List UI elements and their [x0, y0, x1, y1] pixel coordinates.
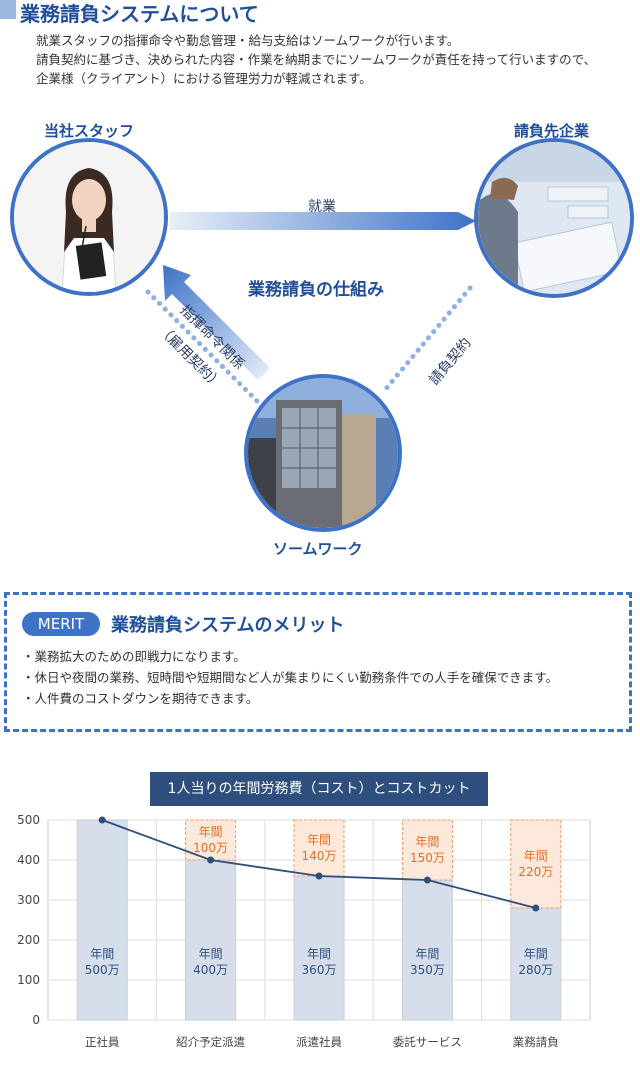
staff-label: 当社スタッフ	[44, 122, 135, 140]
merit-item: ・休日や夜間の業務、短時間や短期間など人が集まりにくい勤務条件での人手を確保でき…	[22, 670, 559, 685]
x-category-label: 委託サービス	[393, 1035, 462, 1049]
saving-label: 220万	[518, 865, 553, 879]
trend-point	[207, 856, 215, 864]
cost-bar	[510, 907, 562, 1021]
company-photo	[244, 374, 402, 532]
diagram-center-label: 業務請負の仕組み	[248, 280, 384, 300]
chart-title: 1人当りの年間労務費（コスト）とコストカット	[150, 772, 488, 806]
y-tick-label: 0	[32, 1013, 40, 1027]
y-tick-label: 500	[17, 813, 40, 827]
intro-line: 企業様（クライアント）における管理労力が軽減されます。	[36, 71, 372, 86]
saving-label: 年間	[199, 825, 223, 839]
x-category-label: 紹介予定派遣	[176, 1035, 245, 1049]
trend-point	[315, 872, 323, 880]
value-label: 280万	[518, 963, 553, 977]
saving-label: 150万	[410, 851, 445, 865]
cost-bar	[185, 859, 237, 1021]
cost-bar	[293, 875, 345, 1021]
client-label: 請負先企業	[514, 122, 590, 140]
value-label: 360万	[302, 963, 337, 977]
value-label: 年間	[524, 947, 548, 961]
y-tick-label: 400	[17, 853, 40, 867]
x-category-label: 正社員	[85, 1035, 120, 1049]
building-illustration	[248, 378, 398, 528]
factory-illustration	[478, 142, 630, 294]
value-label: 年間	[307, 947, 331, 961]
saving-label: 年間	[415, 835, 439, 849]
value-label: 年間	[415, 947, 439, 961]
trend-point	[98, 816, 106, 824]
y-tick-label: 200	[17, 933, 40, 947]
saving-bar	[293, 819, 345, 877]
contract-link	[382, 285, 473, 393]
work-arrow-label: 就業	[308, 199, 336, 215]
x-category-label: 業務請負	[513, 1035, 559, 1049]
value-label: 350万	[410, 963, 445, 977]
x-category-label: 派遣社員	[296, 1035, 342, 1049]
intro-text: 就業スタッフの指揮命令や勤怠管理・給与支給はソームワークが行います。 請負契約に…	[36, 31, 596, 88]
trend-point	[423, 876, 431, 884]
value-label: 500万	[85, 963, 120, 977]
saving-label: 年間	[307, 833, 331, 847]
value-label: 年間	[199, 947, 223, 961]
intro-line: 就業スタッフの指揮命令や勤怠管理・給与支給はソームワークが行います。	[36, 33, 460, 48]
intro-line: 請負契約に基づき、決められた内容・作業を納期までにソームワークが責任を持って行い…	[36, 52, 597, 67]
merit-title: 業務請負システムのメリット	[111, 615, 345, 636]
value-label: 年間	[90, 947, 114, 961]
merit-list: ・業務拡大のための即戦力になります。 ・休日や夜間の業務、短時間や短期間など人が…	[22, 646, 558, 709]
merit-item: ・業務拡大のための即戦力になります。	[22, 649, 246, 664]
work-arrow	[170, 212, 476, 230]
saving-label: 100万	[193, 841, 228, 855]
merit-box	[4, 592, 632, 732]
system-diagram	[145, 212, 476, 405]
trend-point	[532, 904, 540, 912]
saving-bar	[510, 819, 562, 909]
client-photo	[474, 138, 634, 298]
merit-item: ・人件費のコストダウンを期待できます。	[22, 691, 259, 706]
staff-photo	[10, 138, 168, 296]
saving-bar	[401, 819, 453, 881]
saving-label: 年間	[524, 849, 548, 863]
page-title: 業務請負システムについて	[20, 2, 259, 26]
command-arrow	[163, 265, 270, 380]
saving-label: 140万	[302, 849, 337, 863]
y-tick-label: 300	[17, 893, 40, 907]
title-marker	[0, 0, 16, 19]
company-label: ソームワーク	[273, 540, 363, 558]
y-tick-label: 100	[17, 973, 40, 987]
value-label: 400万	[193, 963, 228, 977]
cost-bar	[76, 819, 128, 1021]
cost-chart: 0100200300400500年間500万正社員年間100万年間400万紹介予…	[17, 813, 591, 1049]
staff-illustration	[14, 142, 164, 292]
merit-badge: MERIT	[22, 612, 100, 636]
employment-link	[145, 289, 261, 405]
cost-bar	[401, 879, 453, 1021]
